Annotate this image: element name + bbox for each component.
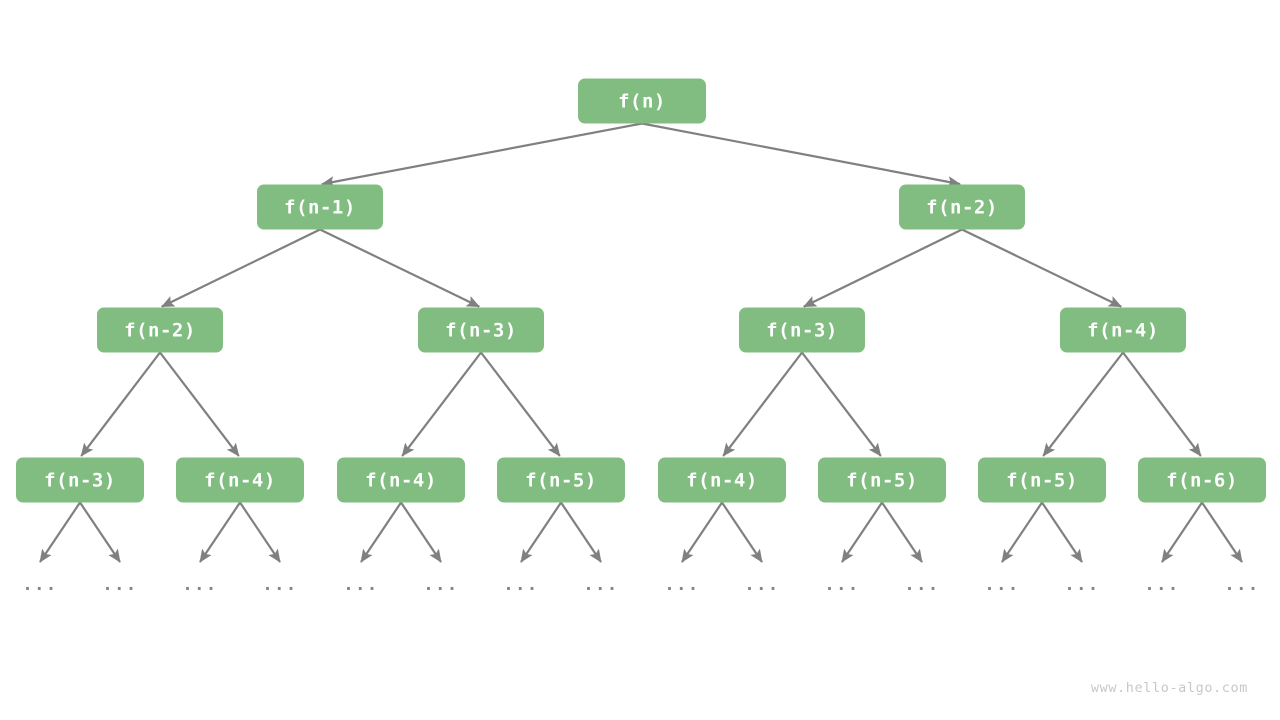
tree-edge-to-ellipsis: [199, 501, 241, 563]
tree-edge-to-ellipsis: [1001, 501, 1043, 563]
tree-edge-to-ellipsis: [360, 501, 402, 563]
tree-node-label: f(n-3): [445, 320, 517, 342]
tree-edge: [961, 228, 1122, 308]
ellipsis-marker: ...: [744, 575, 779, 595]
tree-node-label: f(n-4): [686, 470, 758, 492]
ellipsis-marker: ...: [1064, 575, 1099, 595]
tree-node-label: f(n-4): [1087, 320, 1159, 342]
tree-node-label: f(n): [618, 91, 666, 113]
tree-node-label: f(n-3): [44, 470, 116, 492]
ellipsis-marker: ...: [583, 575, 618, 595]
tree-node[interactable]: f(n-5): [818, 457, 946, 503]
tree-edge-to-ellipsis: [400, 501, 442, 563]
ellipsis-marker: ...: [423, 575, 458, 595]
tree-node[interactable]: f(n-3): [739, 307, 865, 353]
ellipsis-marker: ...: [182, 575, 217, 595]
tree-edge: [1122, 351, 1202, 457]
tree-node[interactable]: f(n-3): [418, 307, 544, 353]
tree-node-box: [337, 457, 465, 503]
tree-edge-to-ellipsis: [1041, 501, 1083, 563]
tree-node[interactable]: f(n-6): [1138, 457, 1266, 503]
tree-edge-to-ellipsis: [560, 501, 602, 563]
tree-node-box: [1138, 457, 1266, 503]
tree-edge: [161, 228, 321, 308]
tree-node[interactable]: f(n-4): [176, 457, 304, 503]
ellipsis-marker: ...: [904, 575, 939, 595]
tree-edge-to-ellipsis: [520, 501, 562, 563]
ellipsis-marker: ...: [22, 575, 57, 595]
tree-node-label: f(n-2): [926, 197, 998, 219]
tree-node-box: [176, 457, 304, 503]
tree-node-box: [899, 184, 1025, 230]
tree-edge-to-ellipsis: [79, 501, 121, 563]
tree-node[interactable]: f(n-4): [1060, 307, 1186, 353]
tree-node-box: [658, 457, 786, 503]
tree-edge-to-ellipsis: [39, 501, 81, 563]
tree-node-box: [818, 457, 946, 503]
ellipsis-marker: ...: [1224, 575, 1259, 595]
ellipsis-marker: ...: [262, 575, 297, 595]
tree-node[interactable]: f(n-3): [16, 457, 144, 503]
tree-node-label: f(n-4): [204, 470, 276, 492]
tree-edge-to-ellipsis: [239, 501, 281, 563]
tree-edge: [401, 351, 482, 457]
tree-edge: [80, 351, 161, 457]
tree-edge: [480, 351, 561, 457]
tree-edge-to-ellipsis: [841, 501, 883, 563]
tree-node-box: [497, 457, 625, 503]
tree-edge: [1042, 351, 1124, 457]
ellipsis-marker: ...: [664, 575, 699, 595]
tree-node-box: [16, 457, 144, 503]
tree-node[interactable]: f(n-2): [97, 307, 223, 353]
ellipsis-row: ........................................…: [22, 575, 1259, 595]
edges-layer: [80, 122, 1202, 457]
tree-node-label: f(n-6): [1166, 470, 1238, 492]
watermark-label: www.hello-algo.com: [1091, 680, 1248, 696]
tree-node-label: f(n-5): [1006, 470, 1078, 492]
tree-edge: [641, 122, 961, 188]
ellipsis-marker: ...: [503, 575, 538, 595]
tree-node-box: [257, 184, 383, 230]
tree-node-label: f(n-4): [365, 470, 437, 492]
tree-edge-to-ellipsis: [721, 501, 763, 563]
tree-node[interactable]: f(n-1): [257, 184, 383, 230]
ellipsis-marker: ...: [102, 575, 137, 595]
tree-edge-to-ellipsis: [1161, 501, 1203, 563]
tree-node-box: [739, 307, 865, 353]
tree-node[interactable]: f(n-5): [497, 457, 625, 503]
tree-edge: [722, 351, 803, 457]
ellipsis-marker: ...: [1144, 575, 1179, 595]
tree-edge-to-ellipsis: [881, 501, 923, 563]
tree-node-label: f(n-2): [124, 320, 196, 342]
tree-node-box: [978, 457, 1106, 503]
ellipsis-marker: ...: [824, 575, 859, 595]
tree-node-label: f(n-5): [846, 470, 918, 492]
tree-node-label: f(n-5): [525, 470, 597, 492]
tree-edge: [159, 351, 240, 457]
tree-node[interactable]: f(n-2): [899, 184, 1025, 230]
tree-node-box: [578, 78, 706, 124]
tree-edge-to-ellipsis: [1201, 501, 1243, 563]
ellipsis-marker: ...: [343, 575, 378, 595]
ellipsis-marker: ...: [984, 575, 1019, 595]
tree-edge: [801, 351, 882, 457]
tree-node[interactable]: f(n-4): [658, 457, 786, 503]
tree-node[interactable]: f(n-4): [337, 457, 465, 503]
tree-node-label: f(n-3): [766, 320, 838, 342]
tree-node-label: f(n-1): [284, 197, 356, 219]
tree-node[interactable]: f(n): [578, 78, 706, 124]
tree-node-box: [97, 307, 223, 353]
tree-edge: [321, 122, 643, 188]
tree-node-box: [418, 307, 544, 353]
tree-node[interactable]: f(n-5): [978, 457, 1106, 503]
tree-node-box: [1060, 307, 1186, 353]
tree-edge: [319, 228, 480, 308]
tree-edge-to-ellipsis: [681, 501, 723, 563]
nodes-layer: f(n) f(n-1) f(n-2) f(n-2) f(n-3) f(n-3) f(n-4)…: [16, 78, 1266, 503]
ellipsis-arrows-layer: [39, 501, 1243, 563]
tree-edge: [803, 228, 963, 308]
